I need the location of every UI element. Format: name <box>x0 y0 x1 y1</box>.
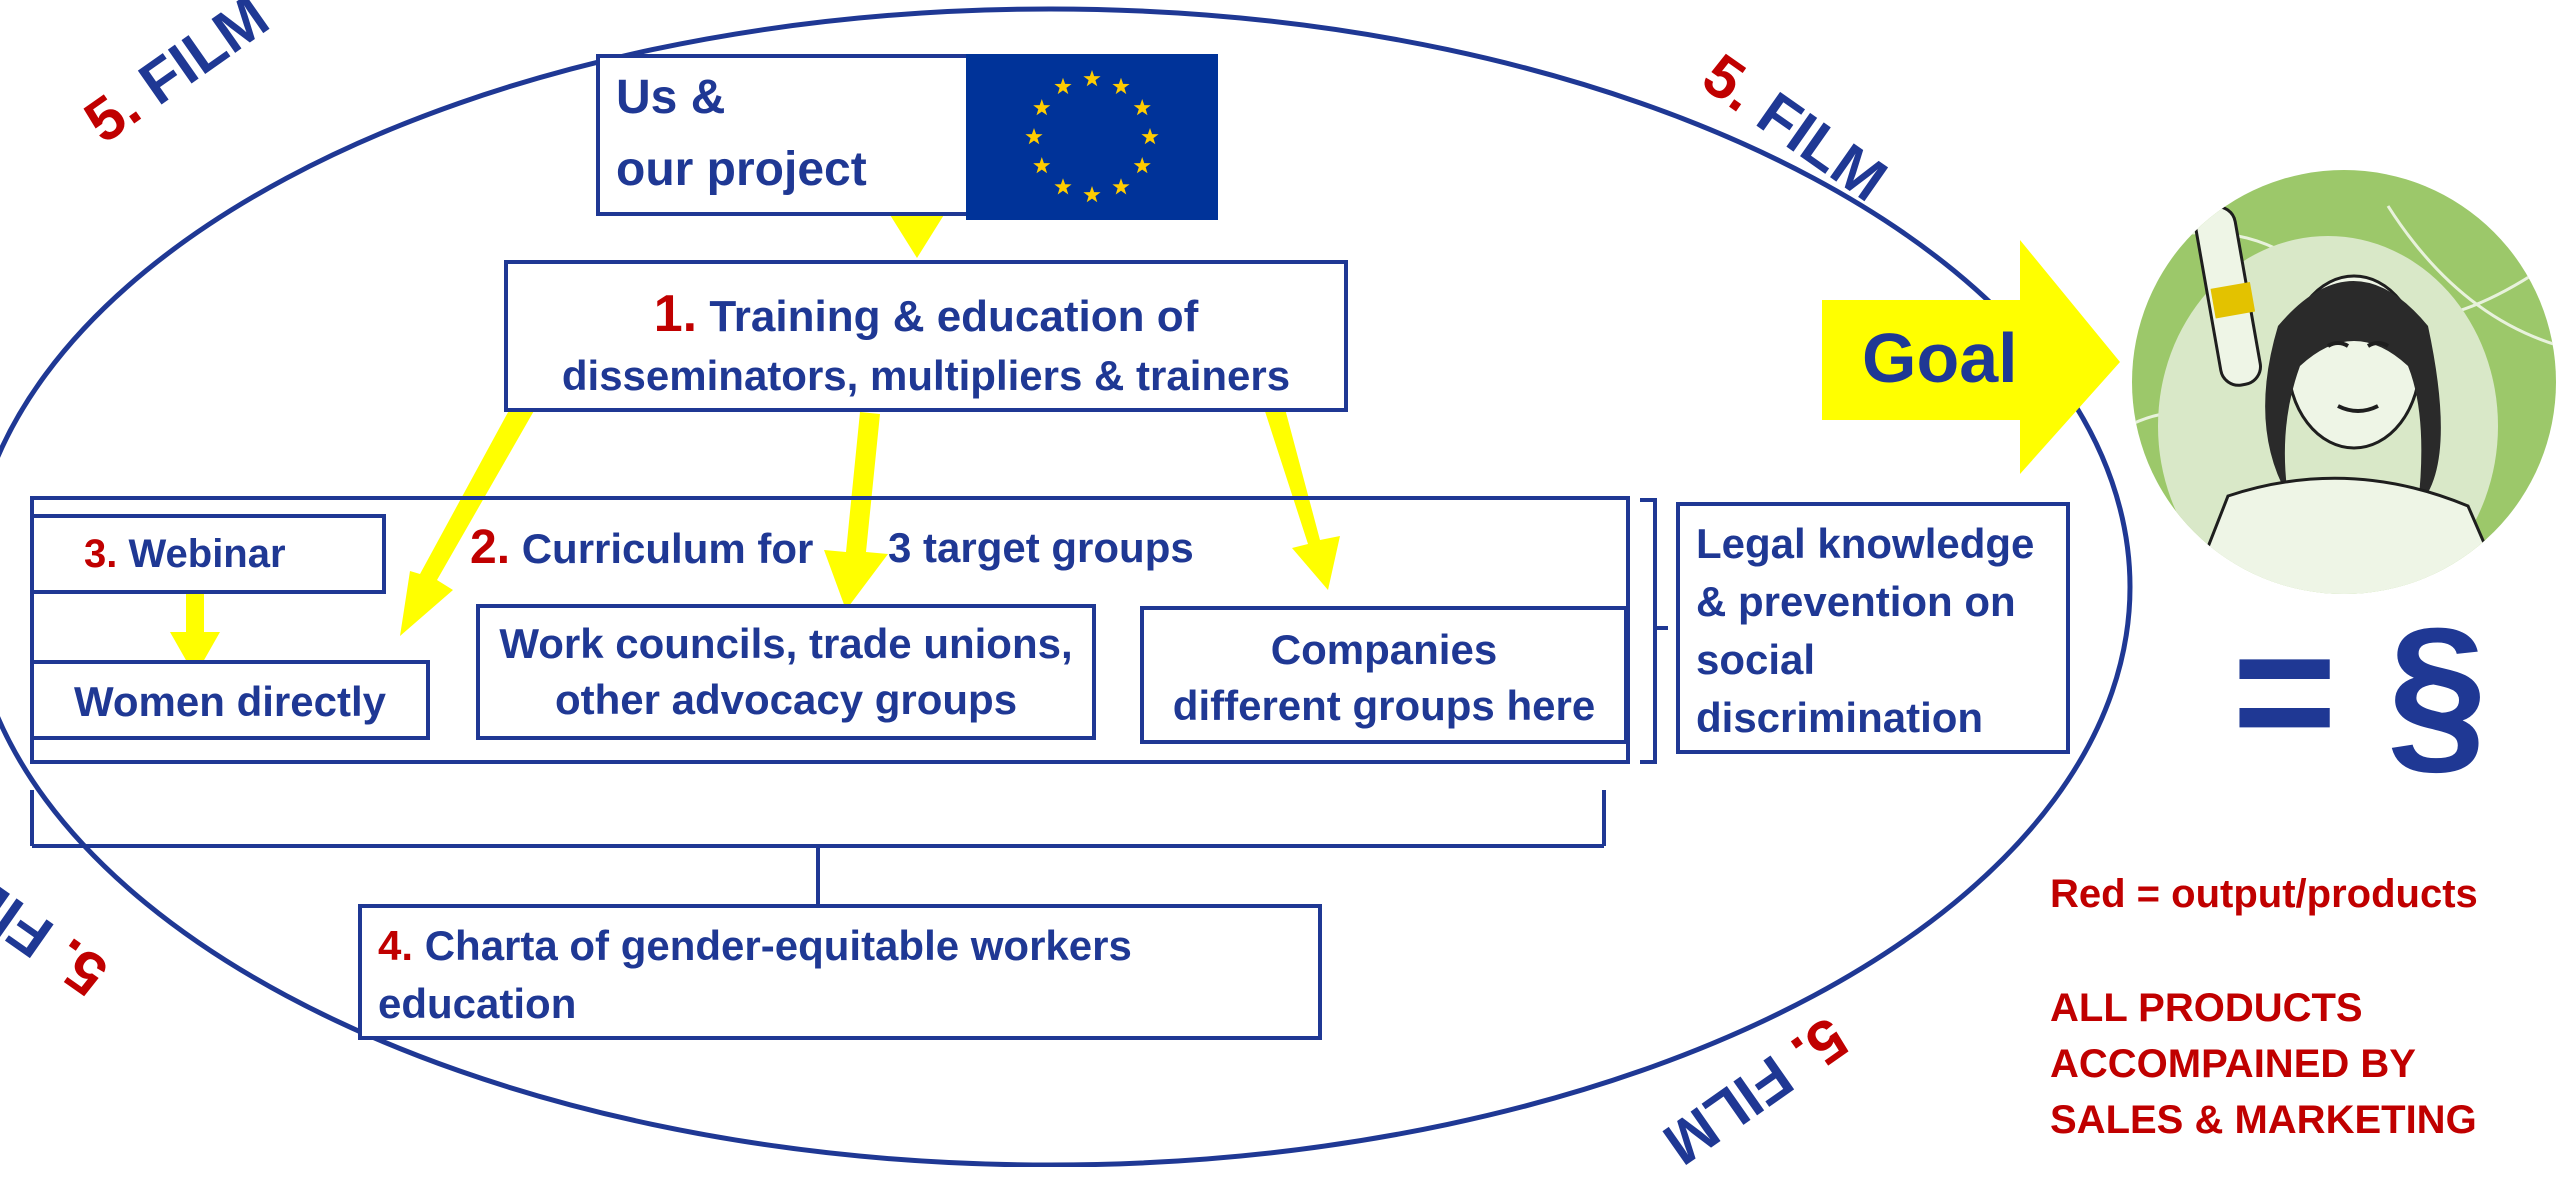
project-line1: Us & <box>616 71 726 124</box>
webinar-label: 3. Webinar <box>84 532 286 576</box>
companies-line1: Companies <box>1270 626 1498 673</box>
eu-star-icon <box>1112 178 1130 195</box>
eu-star-icon <box>1083 186 1101 203</box>
legal-knowledge-box: Legal knowledge & prevention on social d… <box>1676 502 2070 754</box>
eu-flag-icon <box>966 54 1218 220</box>
outer-ellipse <box>0 6 2133 1167</box>
companies-box: Companies different groups here <box>1140 606 1628 744</box>
eu-star-icon <box>1133 157 1151 174</box>
project-line2: our project <box>616 143 867 196</box>
women-directly-box: Women directly <box>30 660 430 740</box>
legal-line1: Legal knowledge <box>1696 520 2035 567</box>
curriculum-title: 2. Curriculum for <box>470 521 814 574</box>
eu-star-icon <box>1033 157 1051 174</box>
legend-all-products-line3: SALES & MARKETING <box>2050 1098 2477 1142</box>
training-line1: 1. Training & education of <box>653 285 1199 343</box>
eu-star-icon <box>1054 77 1072 95</box>
charta-line1: 4. Charta of gender-equitable workers <box>378 922 1132 969</box>
training-line2: disseminators, multipliers & trainers <box>561 352 1291 399</box>
legal-line4: discrimination <box>1696 694 1984 741</box>
eu-star-icon <box>1033 99 1051 116</box>
legal-line3: social <box>1696 636 1816 683</box>
charta-box: 4. Charta of gender-equitable workers ed… <box>358 904 1322 1040</box>
charta-line2: education <box>378 980 577 1027</box>
eu-star-icon <box>1133 99 1151 116</box>
legend-all-products-line1: ALL PRODUCTS <box>2050 986 2363 1030</box>
eu-star-icon <box>1141 128 1159 145</box>
eu-star-icon <box>1025 128 1043 145</box>
goal-arrow <box>1822 240 2120 474</box>
equals-paragraph-symbol: = § <box>2232 591 2488 792</box>
goal-label: Goal <box>1862 319 2018 397</box>
curriculum-box <box>30 496 1630 764</box>
project-box: Us & our project <box>596 54 972 216</box>
woman-portrait-image <box>2132 170 2556 594</box>
work-councils-line1: Work councils, trade unions, <box>499 620 1073 667</box>
legend-red-note: Red = output/products <box>2050 872 2478 916</box>
companies-line2: different groups here <box>1172 682 1596 729</box>
legal-line2: & prevention on <box>1696 578 2016 625</box>
work-councils-box: Work councils, trade unions, other advoc… <box>476 604 1096 740</box>
webinar-box: 3. Webinar <box>30 514 386 594</box>
eu-star-icon <box>1083 70 1101 87</box>
training-box: 1. Training & education of disseminators… <box>504 260 1348 412</box>
women-directly-label: Women directly <box>74 678 386 725</box>
work-councils-line2: other advocacy groups <box>554 676 1018 723</box>
eu-star-icon <box>1112 77 1130 95</box>
eu-star-icon <box>1054 178 1072 195</box>
legend-all-products-line2: ACCOMPAINED BY <box>2050 1042 2416 1086</box>
yellow-arrows <box>170 152 2120 676</box>
curriculum-title-groups: 3 target groups <box>888 524 1194 571</box>
